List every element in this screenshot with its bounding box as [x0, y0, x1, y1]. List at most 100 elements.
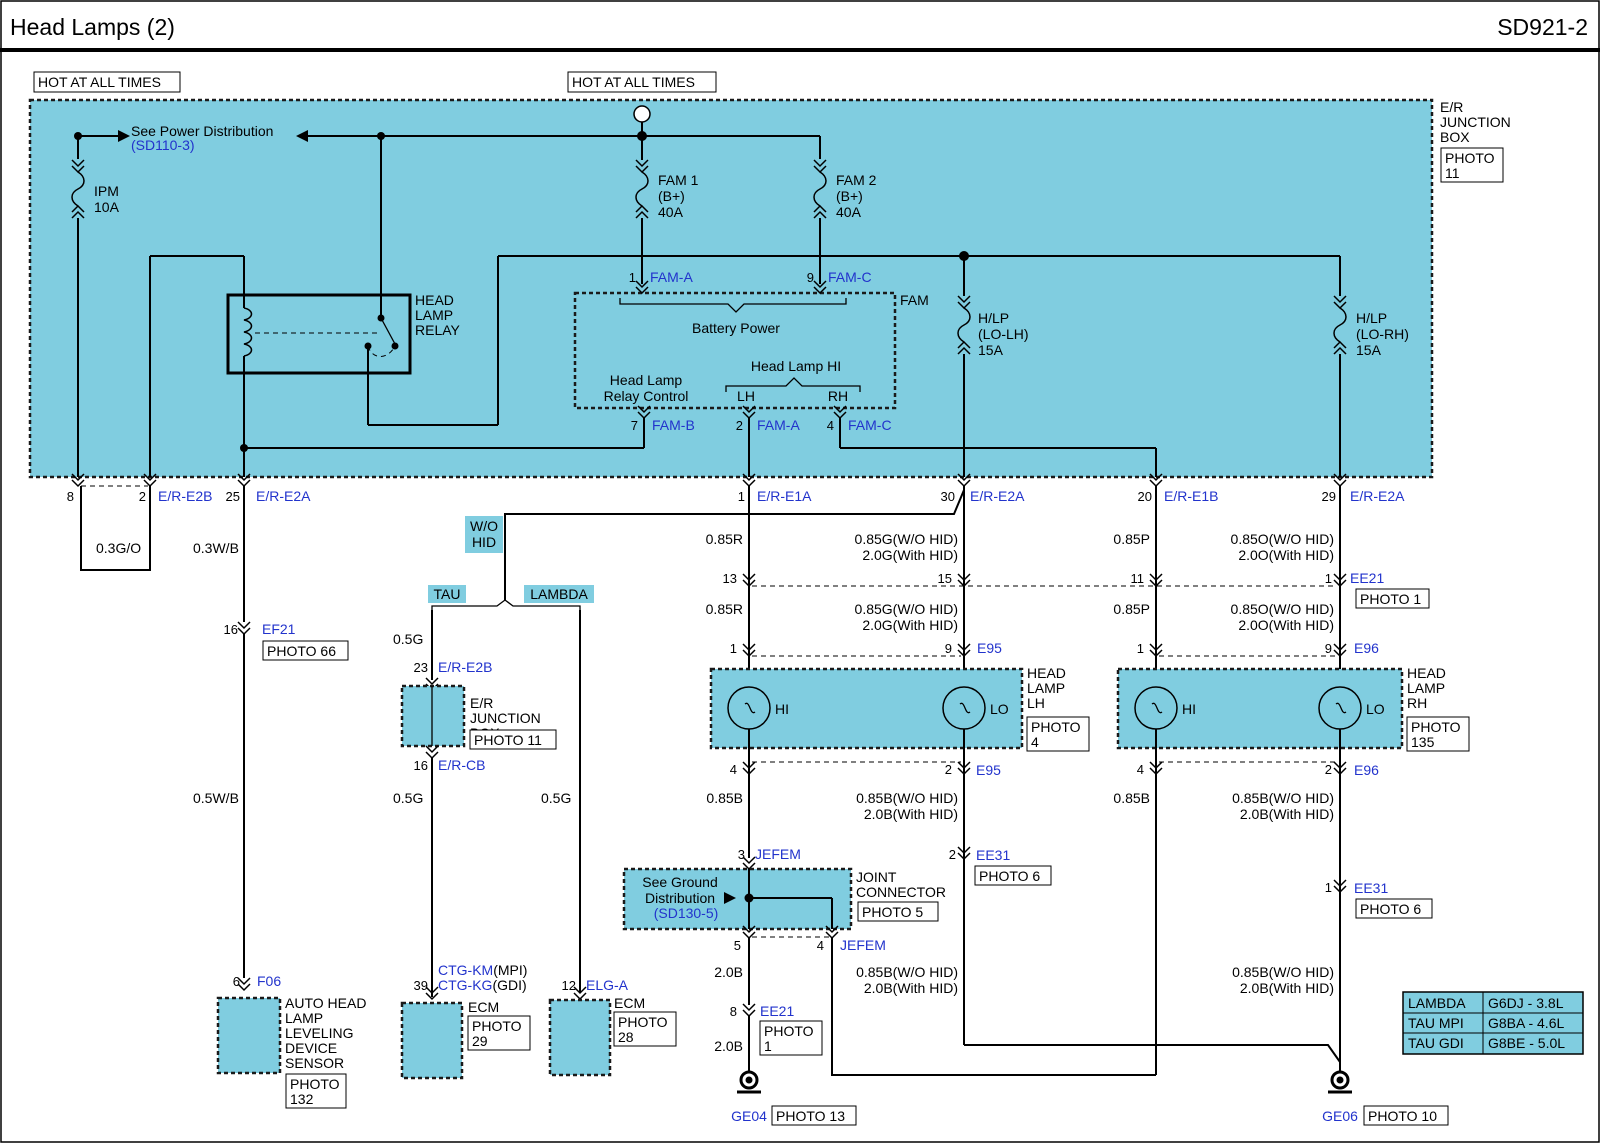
- rh-photo-2: 135: [1411, 734, 1435, 750]
- fuse-hlp-lh-rating: 15A: [978, 342, 1004, 358]
- wire-g-wh-b: 2.0G(With HID): [862, 617, 958, 633]
- fuse-ipm-rating: 10A: [94, 199, 120, 215]
- sensor-label-5: SENSOR: [285, 1055, 344, 1071]
- wire-085b-b: 0.85B: [1113, 790, 1150, 806]
- fuse-fam1-sub: (B+): [658, 188, 685, 204]
- pin-1-e1a: 1: [738, 489, 745, 504]
- ee21-bot-name: EE21: [760, 1003, 794, 1019]
- ee21-pin-15: 15: [938, 571, 952, 586]
- ge06-photo: PHOTO 10: [1368, 1108, 1437, 1124]
- jefem-3-name: JEFEM: [755, 846, 801, 862]
- hot-label-center-box: [567, 71, 717, 93]
- wo-hid-2: HID: [472, 534, 496, 550]
- rh-label-1: HEAD: [1407, 665, 1446, 681]
- pin-2-e2b-conn: E/R-E2B: [158, 488, 212, 504]
- variant-split-brace: [431, 599, 581, 610]
- ee21-pin-11: 11: [1131, 571, 1145, 586]
- ctg-kg-suffix: (GDI): [492, 977, 526, 993]
- e96-bot-name: E96: [1354, 762, 1379, 778]
- legend-model-2: TAU GDI: [1408, 1035, 1464, 1051]
- pin-29-conn: E/R-E2A: [1350, 488, 1405, 504]
- ee21-bot-photo-1: PHOTO: [764, 1023, 814, 1039]
- ee21-bot-photo-2: 1: [764, 1038, 772, 1054]
- fuse-hlp-rh-rating: 15A: [1356, 342, 1382, 358]
- wire-03wb: 0.3W/B: [193, 540, 239, 556]
- pin-8: 8: [67, 489, 74, 504]
- er-jb-photo-1: PHOTO: [1445, 150, 1495, 166]
- wire-o-woh-a: 0.85O(W/O HID): [1231, 531, 1334, 547]
- er-jb-label-3: BOX: [1440, 129, 1470, 145]
- ecm-lambda-photo-1: PHOTO: [618, 1014, 668, 1030]
- fuse-fam2-sub: (B+): [836, 188, 863, 204]
- fam-pin-9: 9: [807, 270, 814, 285]
- elg-pin: 12: [562, 978, 576, 993]
- rh-hi-label: HI: [1182, 701, 1196, 717]
- sensor-photo-2: 132: [290, 1091, 314, 1107]
- er-jb-label-1: E/R: [1440, 99, 1463, 115]
- hot-label-left-box: [33, 71, 181, 93]
- e95-pin-9: 9: [945, 641, 952, 656]
- legend-engine-0: G6DJ - 3.8L: [1488, 995, 1564, 1011]
- rh-label-2: LAMP: [1407, 680, 1445, 696]
- lh-photo-2: 4: [1031, 734, 1039, 750]
- e96-top-name: E96: [1354, 640, 1379, 656]
- wire-085r-a: 0.85R: [706, 531, 743, 547]
- er-cb-16-pin: 16: [414, 758, 428, 773]
- relay-label-3: RELAY: [415, 322, 461, 338]
- wire-b-woh-a: 0.85B(W/O HID): [856, 790, 958, 806]
- fam-pin-7: 7: [631, 418, 638, 433]
- lh-label-3: LH: [1027, 695, 1045, 711]
- head-lamp-hi-brace: [725, 377, 861, 392]
- fuse-fam2-rating: 40A: [836, 204, 862, 220]
- fam-lh-label: LH: [737, 388, 755, 404]
- wire-b-wh-c: 2.0B(With HID): [864, 980, 958, 996]
- pin-25: 25: [226, 489, 240, 504]
- e96-pin-9: 9: [1325, 641, 1332, 656]
- ee31-a-name: EE31: [976, 847, 1010, 863]
- jefem-pin-3: 3: [738, 847, 745, 862]
- pin-30-conn: E/R-E2A: [970, 488, 1025, 504]
- ground-dist-1: See Ground: [642, 874, 718, 890]
- fam-pin-4: 4: [827, 418, 834, 433]
- er-jb2-l2: JUNCTION: [470, 710, 541, 726]
- wire-20b-b: 2.0B: [714, 1038, 743, 1054]
- rh-label-3: RH: [1407, 695, 1427, 711]
- page-code: SD921-2: [1497, 14, 1588, 40]
- power-dist-arrow: [118, 130, 130, 142]
- ctg-line-1: CTG-KM(MPI): [438, 962, 527, 978]
- fam-label: FAM: [900, 292, 929, 308]
- rh-photo-1: PHOTO: [1411, 719, 1461, 735]
- wire-b-woh-c: 0.85B(W/O HID): [856, 964, 958, 980]
- battery-power-label: Battery Power: [692, 320, 780, 336]
- head-lamp-lh: [709, 667, 1024, 750]
- lh-label-2: LAMP: [1027, 680, 1065, 696]
- wire-g-woh-b: 0.85G(W/O HID): [855, 601, 958, 617]
- relay-coil: [243, 307, 253, 357]
- wire-085p-b: 0.85P: [1113, 601, 1150, 617]
- power-dist-label: See Power Distribution: [131, 123, 273, 139]
- hot-label-left: HOT AT ALL TIMES: [38, 74, 161, 90]
- wire-05g-c: 0.5G: [541, 790, 571, 806]
- wire-b-woh-d: 0.85B(W/O HID): [1232, 964, 1334, 980]
- variant-tau: TAU: [434, 586, 461, 602]
- head-lamp-hi-label: Head Lamp HI: [751, 358, 841, 374]
- fuse-hlp-rh-sub: (LO-RH): [1356, 326, 1409, 342]
- wire-b-wh-a: 2.0B(With HID): [864, 806, 958, 822]
- head-lamp-rh: [1116, 667, 1404, 750]
- fuse-fam1-name: FAM 1: [658, 172, 699, 188]
- e95-pin-4: 4: [730, 762, 737, 777]
- e96-pin-1: 1: [1137, 641, 1144, 656]
- fuse-hlp-rh-name: H/LP: [1356, 310, 1387, 326]
- er-jb-photo-2: 11: [1445, 165, 1460, 181]
- ground-dist-arrow: [724, 892, 736, 904]
- wire-g-woh-a: 0.85G(W/O HID): [855, 531, 958, 547]
- wire-05g-a: 0.5G: [393, 631, 423, 647]
- fam-pin-7-conn: FAM-B: [652, 417, 695, 433]
- wire-085p-a: 0.85P: [1113, 531, 1150, 547]
- elg-name: ELG-A: [586, 977, 629, 993]
- wire-05g-b: 0.5G: [393, 790, 423, 806]
- legend-engine-2: G8BE - 5.0L: [1488, 1035, 1565, 1051]
- pin-20: 20: [1138, 489, 1152, 504]
- ipm-loop-wire: [80, 486, 151, 571]
